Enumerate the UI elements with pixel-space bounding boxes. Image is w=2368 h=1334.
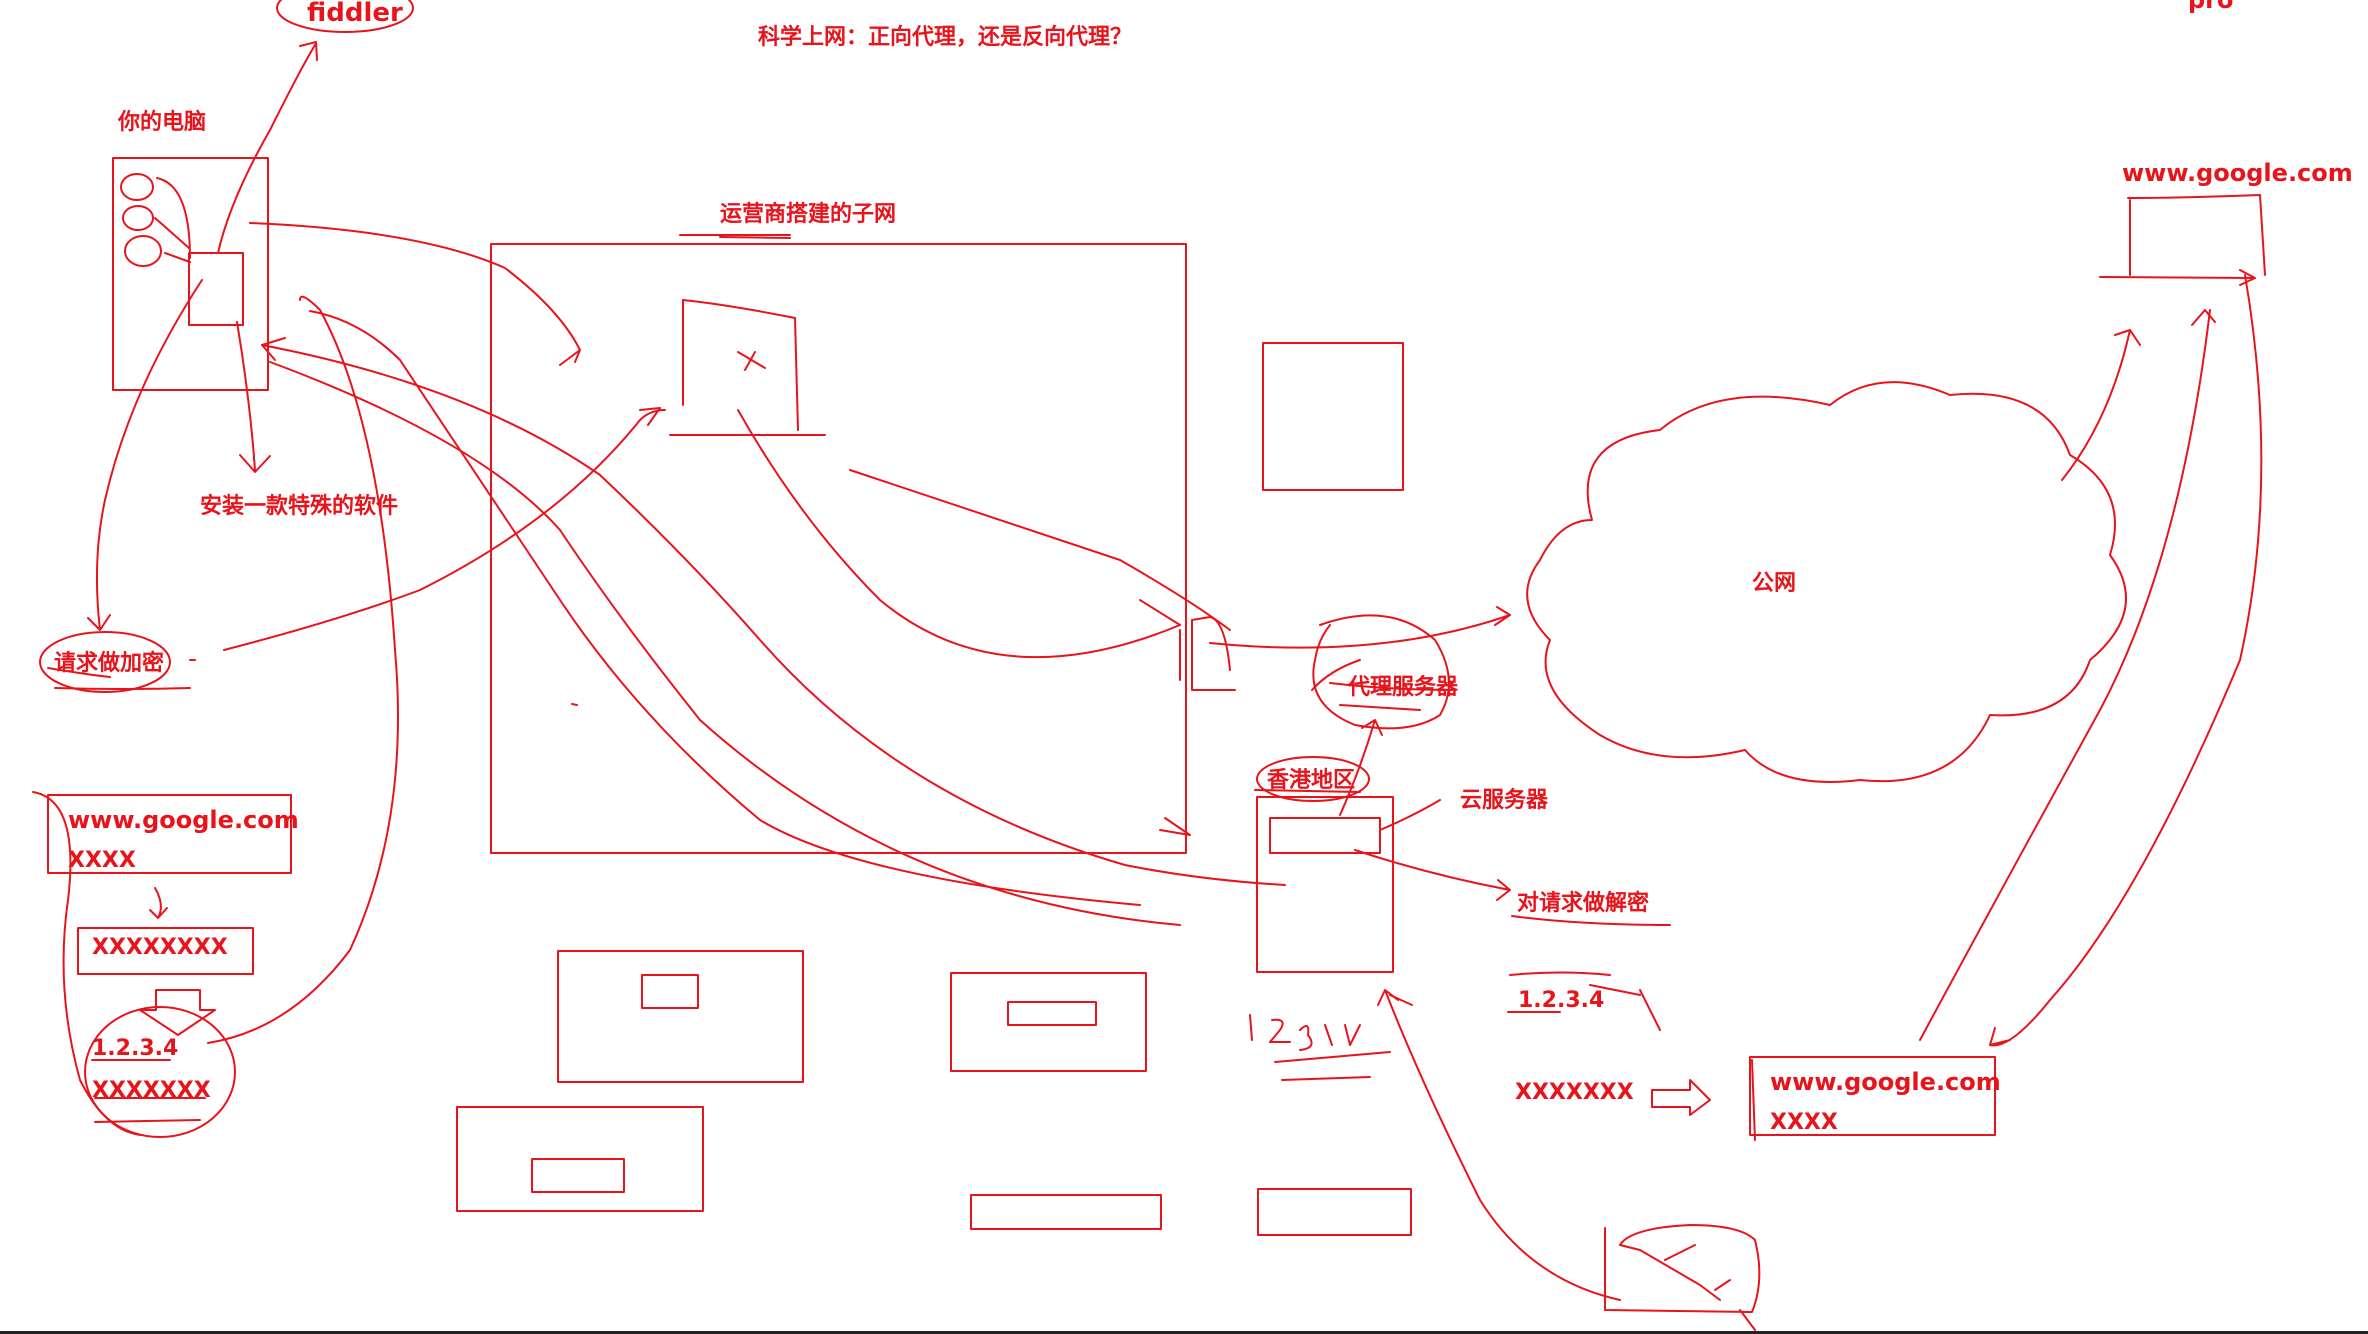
arrow-to-install [236, 321, 256, 471]
your-computer-label: 你的电脑 [118, 110, 207, 135]
cloud-server-label: 云服务器 [1460, 788, 1549, 813]
bottom-box-2 [950, 972, 1147, 1072]
fiddler-label: fiddler [307, 0, 403, 28]
google-top-box [2099, 194, 2266, 286]
down-arrow-left [139, 989, 216, 1036]
encrypt-ellipse [39, 631, 171, 693]
bottom-right-squiggle [1604, 1224, 1761, 1331]
proxy-ellipse [1312, 614, 1450, 730]
top-right-partial-text: pro [2188, 0, 2234, 14]
carrier-subnet-box [490, 243, 1187, 854]
right-arrow [1651, 1079, 1711, 1116]
bottom-box-4 [970, 1194, 1162, 1230]
proxy-server-label: 代理服务器 [1348, 675, 1459, 700]
computer-circle-2 [122, 205, 154, 231]
square-box [1262, 342, 1404, 491]
xxxxxxxx-left-label: XXXXXXXX [92, 935, 228, 960]
left-loop-curve [32, 791, 141, 1136]
arrow-to-fiddler [217, 44, 316, 254]
hong-kong-label: 香港地区 [1267, 768, 1356, 793]
install-software-label: 安装一款特殊的软件 [200, 494, 399, 519]
bottom-edge-bar [0, 1331, 2368, 1334]
ip-right-label: 1.2.3.4 [1518, 988, 1605, 1013]
computer-circle-1 [120, 173, 154, 201]
xxxxxxx-left-label: XXXXXXX [92, 1078, 211, 1103]
google-top-right-label: www.google.com [2122, 159, 2353, 187]
google-right-box-label: www.google.com [1770, 1068, 2001, 1096]
xxxx-left-label: XXXX [68, 848, 136, 873]
handwritten-ip [1249, 1014, 1361, 1051]
encrypt-request-label: 请求做加密 [54, 651, 165, 676]
encrypted-box-left [77, 927, 254, 975]
google-box-right [1749, 1056, 1996, 1136]
cloud-server-box [1256, 796, 1394, 973]
computer-box [112, 157, 269, 391]
cloud-server-inner [1269, 817, 1381, 854]
fiddler-ellipse [276, 0, 414, 33]
computer-software-box [188, 252, 244, 326]
carrier-subnet-label: 运营商搭建的子网 [720, 202, 897, 227]
public-network-cloud [1526, 381, 2127, 783]
google-box-left [47, 794, 292, 874]
diagram-title: 科学上网：正向代理，还是反向代理？ [758, 25, 1133, 50]
bottom-box-1-inner [641, 974, 699, 1009]
router-box [669, 299, 826, 436]
public-network-label: 公网 [1752, 571, 1797, 596]
google-left-label: www.google.com [68, 806, 299, 834]
ip-ellipse-left [84, 1006, 236, 1138]
bottom-box-2-inner [1007, 1001, 1097, 1026]
bottom-box-3 [456, 1106, 704, 1212]
ip-left-label: 1.2.3.4 [92, 1036, 179, 1061]
computer-circle-3 [124, 235, 162, 267]
bottom-box-1 [557, 950, 804, 1083]
bottom-box-5 [1257, 1188, 1412, 1236]
hongkong-ellipse [1256, 756, 1370, 802]
bottom-box-3-inner [531, 1158, 625, 1193]
xxxxxxx-right-label: XXXXXXX [1515, 1080, 1634, 1105]
decrypt-request-label: 对请求做解密 [1517, 891, 1650, 916]
xxxx-right-label: XXXX [1770, 1110, 1838, 1135]
